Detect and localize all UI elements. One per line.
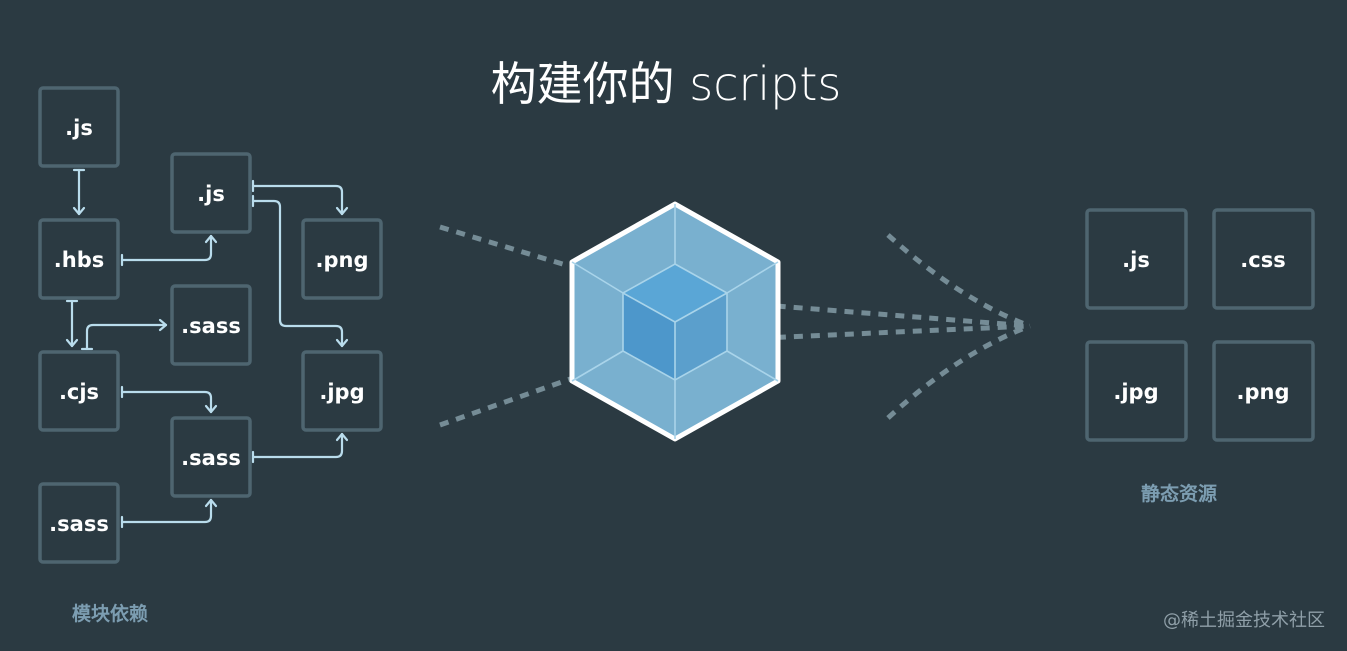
asset-label: .css [1240,248,1285,272]
module-label: .js [65,116,93,140]
static-assets-caption: 静态资源 [1141,482,1217,505]
module-label: .js [197,182,225,206]
asset-label: .jpg [1113,380,1158,404]
module-label: .sass [49,512,109,536]
module-box-png: .png [301,218,383,300]
connector-js-to-hbs [72,168,86,216]
module-box-js-middle: .js [170,152,252,234]
module-box-sass-upper: .sass [170,284,252,366]
module-label: .sass [181,446,241,470]
connector-sass-to-jpg [251,432,349,464]
module-label: .jpg [319,380,364,404]
module-box-jpg: .jpg [301,350,383,432]
module-box-js-top: .js [38,86,120,168]
module-dependency-caption: 模块依赖 [72,602,148,625]
connector-hbs-to-cjs [65,299,79,348]
asset-box-jpg: .jpg [1085,340,1188,442]
asset-label: .js [1122,248,1150,272]
connector-js-to-jpg [251,194,349,348]
static-assets-group: .js .css .jpg .png 静态资源 [1085,208,1315,505]
asset-box-js: .js [1085,208,1188,310]
asset-box-png: .png [1212,340,1315,442]
module-box-sass-lower: .sass [170,416,252,498]
module-dependency-graph: .js .js .hbs .png .sass .cjs [38,86,383,625]
webpack-cube-icon [569,201,781,442]
page-title: 构建你的 scripts [491,57,842,111]
connector-cjs-to-sass [80,318,168,351]
connector-cjs-to-sass-lower [120,385,218,414]
watermark: @稀土掘金技术社区 [1163,610,1325,631]
module-label: .cjs [59,380,99,404]
module-box-hbs: .hbs [38,218,120,300]
module-label: .sass [181,314,241,338]
connector-sass-to-sass [120,498,218,529]
asset-box-css: .css [1212,208,1315,310]
connector-js-to-png [251,179,349,216]
module-box-sass-bottom: .sass [38,482,120,564]
asset-label: .png [1237,380,1290,404]
module-label: .png [316,248,369,272]
connector-hbs-to-js [120,234,218,267]
module-box-cjs: .cjs [38,350,120,432]
module-label: .hbs [54,248,104,272]
